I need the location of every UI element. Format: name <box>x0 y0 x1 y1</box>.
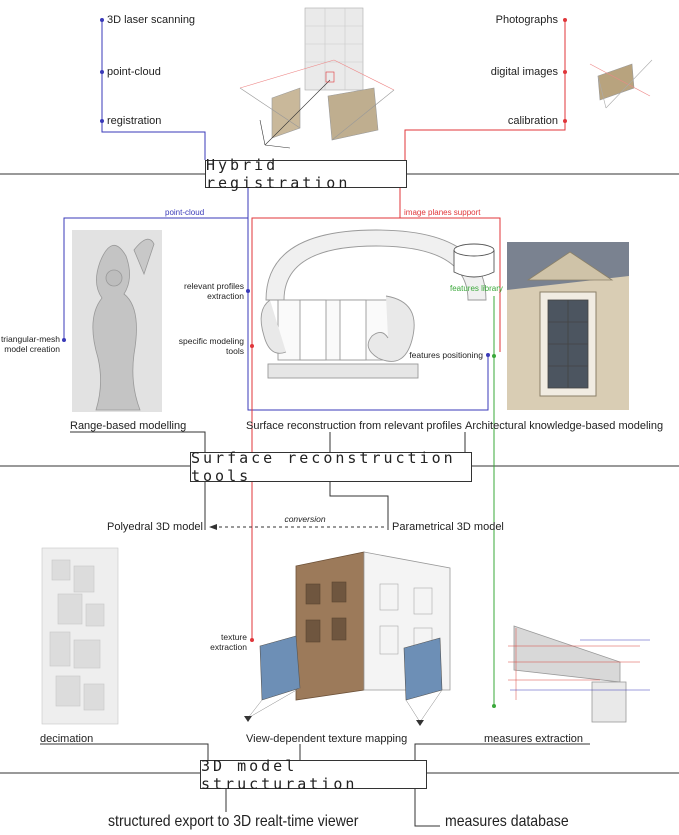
model-polyedral: Polyedral 3D model <box>107 521 203 533</box>
model-parametrical: Parametrical 3D model <box>392 521 504 533</box>
blue-dot-c <box>486 353 490 357</box>
photo-illustration <box>590 60 652 108</box>
laser-dot-1 <box>100 18 104 22</box>
method-surface-profiles: Surface reconstruction from relevant pro… <box>246 420 462 432</box>
label-features-positioning: features positioning <box>409 350 483 360</box>
photo-dot-2 <box>563 70 567 74</box>
label-specific-tools: specific modeling tools <box>179 336 244 356</box>
photo-dot-3 <box>563 119 567 123</box>
label-triangular-mesh: triangular-mesh model creation <box>1 334 60 354</box>
texture-mapping-illustration <box>244 552 450 726</box>
blue-dot-a <box>62 338 66 342</box>
label-relevant-profiles: relevant profiles extraction <box>184 281 244 301</box>
green-dot-b <box>492 704 496 708</box>
decimated-illustration <box>42 548 118 724</box>
stage-hybrid-registration: Hybrid registration <box>205 160 407 188</box>
input-photographs: Photographs <box>496 14 558 26</box>
green-dot-a <box>492 354 496 358</box>
laser-input-connector <box>102 20 205 160</box>
input-registration: registration <box>107 115 161 127</box>
output-measures-database: measures database <box>445 813 569 831</box>
facade-photo <box>507 242 629 410</box>
measures-illustration <box>508 626 650 722</box>
input-calibration: calibration <box>508 115 558 127</box>
operation-measures-extraction: measures extraction <box>484 733 583 745</box>
features-library-icon <box>454 244 494 277</box>
operation-decimation: decimation <box>40 733 93 745</box>
operation-texture-mapping: View-dependent texture mapping <box>246 733 407 745</box>
label-texture-extraction: texture extraction <box>210 632 247 652</box>
stage-surface-reconstruction: Surface reconstruction tools <box>190 452 472 482</box>
blue-dot-b <box>246 289 250 293</box>
tag-image-planes: image planes support <box>404 208 481 217</box>
method-architectural: Architectural knowledge-based modeling <box>465 420 663 432</box>
output-viewer-export: structured export to 3D realt-time viewe… <box>108 813 358 831</box>
statue-illustration <box>72 230 162 412</box>
input-digital-images: digital images <box>491 66 558 78</box>
tag-features-library: features library <box>450 284 503 293</box>
tag-point-cloud: point-cloud <box>165 208 204 217</box>
red-dot-a <box>250 344 254 348</box>
photo-input-connector <box>405 20 565 160</box>
method-range-based: Range-based modelling <box>70 420 186 432</box>
laser-scan-illustration <box>240 8 394 148</box>
red-dot-b <box>250 638 254 642</box>
stage-model-structuration: 3D model structuration <box>200 760 427 789</box>
conversion-arrowhead <box>209 524 217 530</box>
photo-dot-1 <box>563 18 567 22</box>
input-point-cloud: point-cloud <box>107 66 161 78</box>
laser-dot-3 <box>100 119 104 123</box>
label-conversion: conversion <box>270 514 340 524</box>
input-laser-scanning: 3D laser scanning <box>107 14 195 26</box>
laser-dot-2 <box>100 70 104 74</box>
